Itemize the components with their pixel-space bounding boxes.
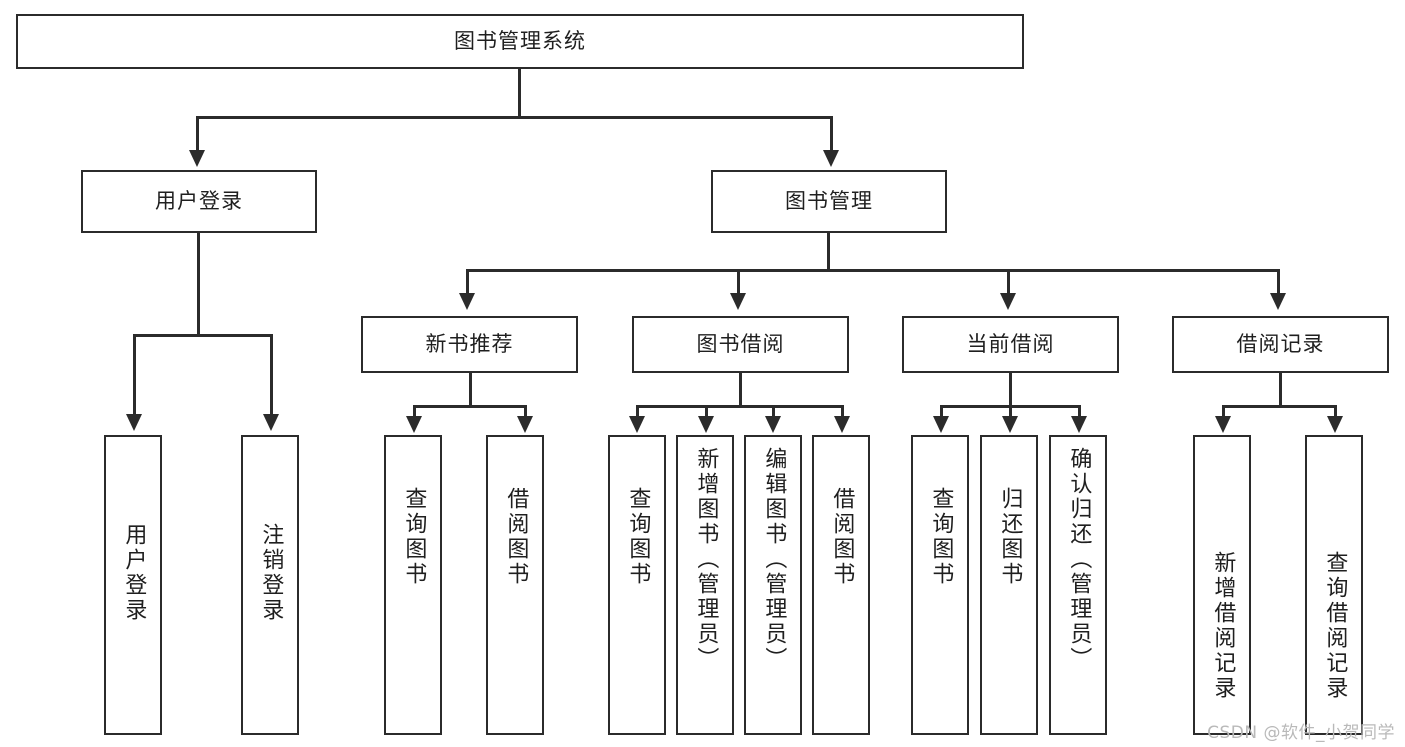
leaf-borrow-record-add-record[interactable]: 新增借阅记录 xyxy=(1193,435,1251,735)
node-label: 借阅记录 xyxy=(1236,332,1325,357)
node-label: 借阅图书 xyxy=(503,487,529,587)
connector-book-manage-stem xyxy=(827,233,830,271)
node-label: 注销登录 xyxy=(258,523,284,623)
connector-current-borrow-drop-3 xyxy=(1078,405,1081,419)
connector-borrow-record-drop-2 xyxy=(1334,405,1337,419)
connector-user-login-bar xyxy=(133,334,273,337)
leaf-borrow-record-query-record[interactable]: 查询借阅记录 xyxy=(1305,435,1363,735)
connector-current-borrow-drop-2 xyxy=(1009,405,1012,419)
arrow-user-login-leaf-2 xyxy=(263,414,279,431)
arrow-borrow-record-leaf-2 xyxy=(1327,416,1343,433)
node-book-borrow[interactable]: 图书借阅 xyxy=(632,316,849,373)
arrow-root-to-user-login xyxy=(189,150,205,167)
connector-borrow-record-stem xyxy=(1279,373,1282,407)
node-user-login[interactable]: 用户登录 xyxy=(81,170,317,233)
leaf-current-borrow-query-book[interactable]: 查询图书 xyxy=(911,435,969,735)
connector-book-manage-drop-2 xyxy=(737,269,740,295)
connector-user-login-stem xyxy=(197,233,200,335)
node-label: 编辑图书（管理员） xyxy=(761,447,787,672)
node-label: 查询图书 xyxy=(928,487,954,587)
node-label: 查询图书 xyxy=(401,487,427,587)
leaf-user-login-logout[interactable]: 注销登录 xyxy=(241,435,299,735)
node-label: 新书推荐 xyxy=(425,332,514,357)
arrow-book-borrow-leaf-4 xyxy=(834,416,850,433)
arrow-book-manage-child-4 xyxy=(1270,293,1286,310)
arrow-current-borrow-leaf-3 xyxy=(1071,416,1087,433)
leaf-book-borrow-query-book[interactable]: 查询图书 xyxy=(608,435,666,735)
node-label: 新增借阅记录 xyxy=(1210,551,1236,701)
connector-current-borrow-stem xyxy=(1009,373,1012,407)
connector-book-borrow-stem xyxy=(739,373,742,407)
node-label: 用户登录 xyxy=(155,189,243,214)
connector-root-stem xyxy=(518,69,521,117)
connector-book-borrow-drop-3 xyxy=(772,405,775,419)
connector-new-book-stem xyxy=(469,373,472,407)
node-borrow-record[interactable]: 借阅记录 xyxy=(1172,316,1389,373)
node-label: 查询图书 xyxy=(625,487,651,587)
node-label: 借阅图书 xyxy=(829,487,855,587)
connector-user-login-drop-2 xyxy=(270,334,273,416)
node-label: 图书管理系统 xyxy=(454,29,586,54)
connector-user-login-drop-1 xyxy=(133,334,136,416)
connector-book-manage-drop-1 xyxy=(466,269,469,295)
node-label: 确认归还（管理员） xyxy=(1066,447,1092,672)
arrow-borrow-record-leaf-1 xyxy=(1215,416,1231,433)
arrow-book-borrow-leaf-2 xyxy=(698,416,714,433)
node-label: 图书借阅 xyxy=(696,332,785,357)
leaf-user-login-login[interactable]: 用户登录 xyxy=(104,435,162,735)
connector-root-to-user-login xyxy=(196,116,199,152)
connector-borrow-record-drop-1 xyxy=(1222,405,1225,419)
leaf-book-borrow-edit-book-admin[interactable]: 编辑图书（管理员） xyxy=(744,435,802,735)
connector-book-borrow-drop-2 xyxy=(705,405,708,419)
leaf-new-book-query-book[interactable]: 查询图书 xyxy=(384,435,442,735)
arrow-book-manage-child-2 xyxy=(730,293,746,310)
connector-root-bar xyxy=(196,116,833,119)
node-label: 当前借阅 xyxy=(966,332,1055,357)
node-label: 用户登录 xyxy=(121,523,147,623)
arrow-user-login-leaf-1 xyxy=(126,414,142,431)
connector-book-manage-drop-4 xyxy=(1277,269,1280,295)
arrow-new-book-leaf-1 xyxy=(406,416,422,433)
node-label: 图书管理 xyxy=(785,189,873,214)
connector-root-to-book-manage xyxy=(830,116,833,152)
leaf-book-borrow-borrow-book[interactable]: 借阅图书 xyxy=(812,435,870,735)
node-label: 查询借阅记录 xyxy=(1322,551,1348,701)
arrow-root-to-book-manage xyxy=(823,150,839,167)
arrow-book-manage-child-1 xyxy=(459,293,475,310)
leaf-new-book-borrow-book[interactable]: 借阅图书 xyxy=(486,435,544,735)
arrow-current-borrow-leaf-1 xyxy=(933,416,949,433)
connector-new-book-drop-1 xyxy=(413,405,416,419)
connector-book-manage-bar xyxy=(466,269,1280,272)
arrow-book-borrow-leaf-1 xyxy=(629,416,645,433)
connector-book-borrow-drop-4 xyxy=(841,405,844,419)
node-book-management[interactable]: 图书管理 xyxy=(711,170,947,233)
arrow-book-borrow-leaf-3 xyxy=(765,416,781,433)
connector-borrow-record-bar xyxy=(1222,405,1337,408)
leaf-current-borrow-return-book[interactable]: 归还图书 xyxy=(980,435,1038,735)
connector-current-borrow-drop-1 xyxy=(940,405,943,419)
arrow-new-book-leaf-2 xyxy=(517,416,533,433)
node-root-system[interactable]: 图书管理系统 xyxy=(16,14,1024,69)
connector-book-borrow-bar xyxy=(636,405,844,408)
node-new-book-recommend[interactable]: 新书推荐 xyxy=(361,316,578,373)
arrow-book-manage-child-3 xyxy=(1000,293,1016,310)
connector-book-manage-drop-3 xyxy=(1007,269,1010,295)
node-current-borrow[interactable]: 当前借阅 xyxy=(902,316,1119,373)
connector-new-book-bar xyxy=(413,405,527,408)
node-label: 归还图书 xyxy=(997,487,1023,587)
leaf-current-borrow-confirm-return-admin[interactable]: 确认归还（管理员） xyxy=(1049,435,1107,735)
leaf-book-borrow-add-book-admin[interactable]: 新增图书（管理员） xyxy=(676,435,734,735)
connector-new-book-drop-2 xyxy=(524,405,527,419)
connector-book-borrow-drop-1 xyxy=(636,405,639,419)
arrow-current-borrow-leaf-2 xyxy=(1002,416,1018,433)
node-label: 新增图书（管理员） xyxy=(693,447,719,672)
csdn-watermark: CSDN @软件_小贺同学 xyxy=(1207,723,1395,743)
